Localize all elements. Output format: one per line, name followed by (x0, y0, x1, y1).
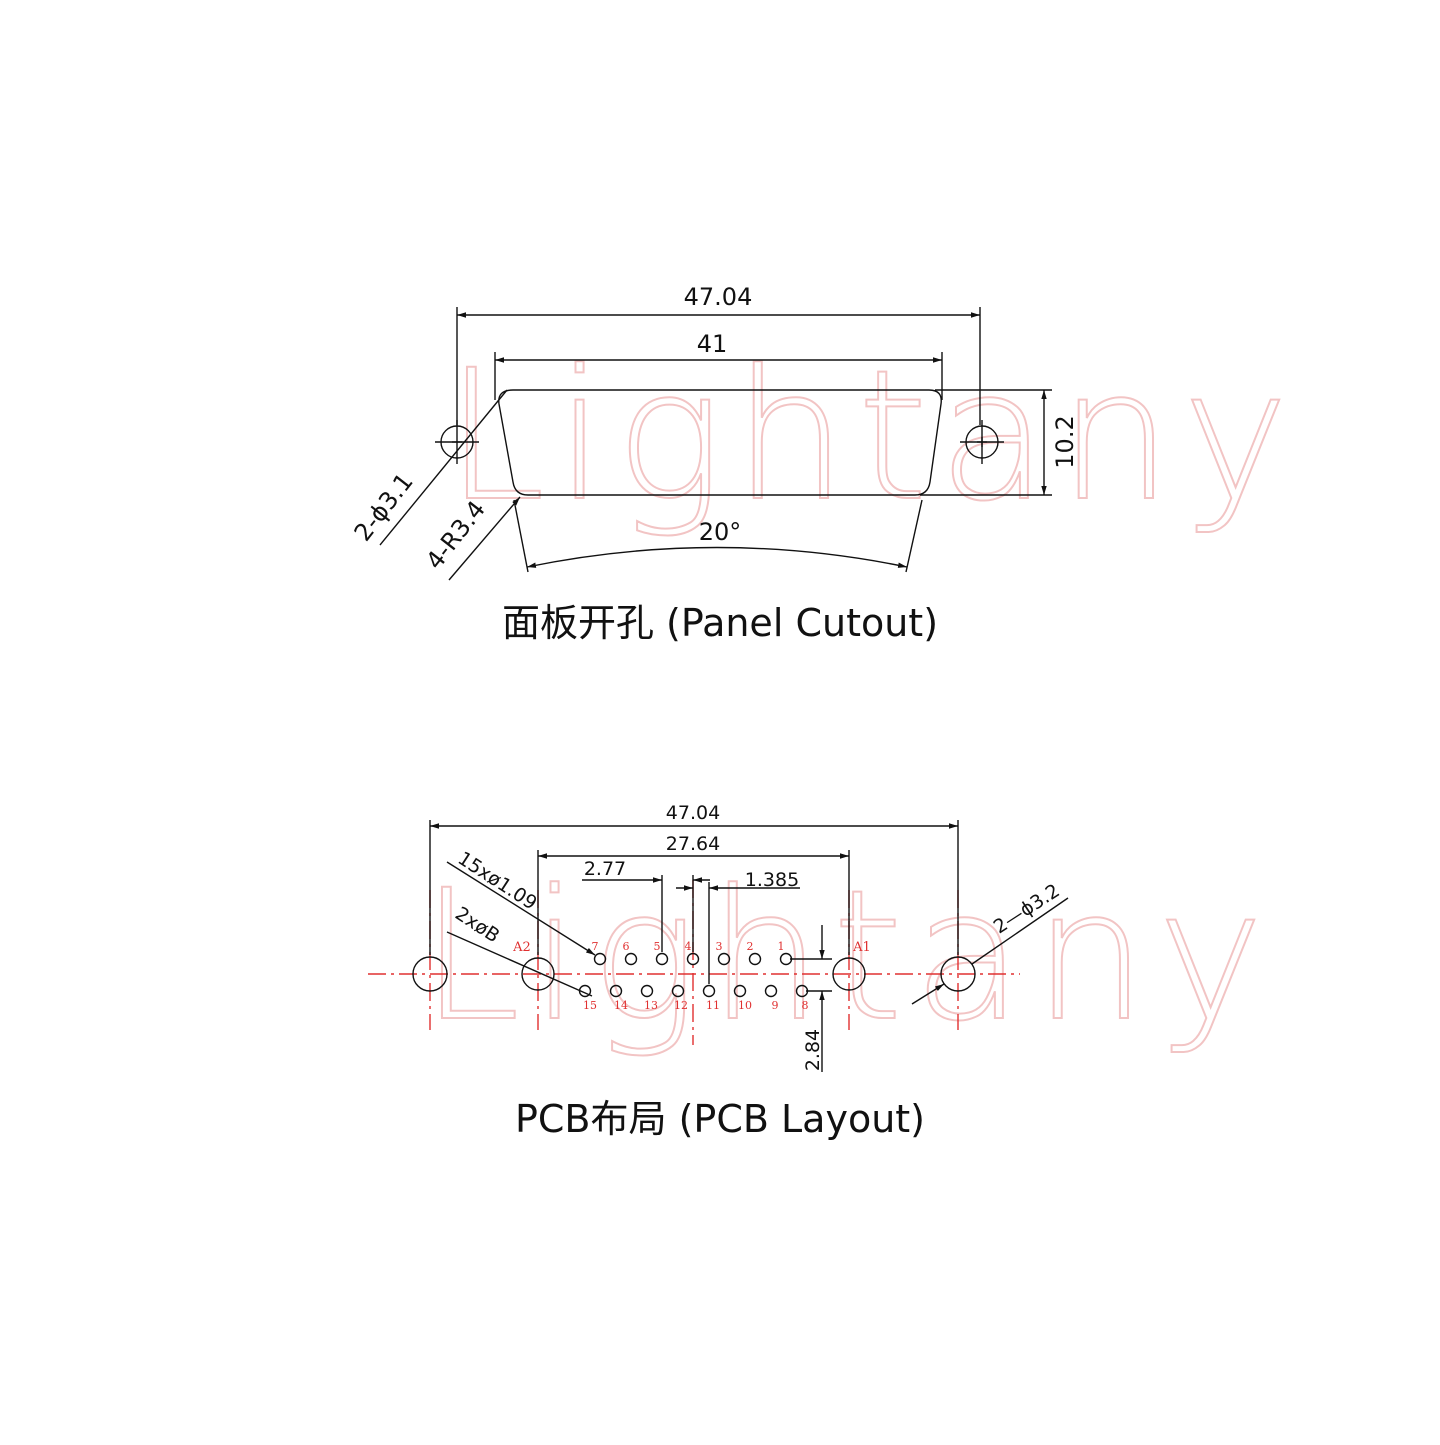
dim-pcb-mount: 27.64 (666, 833, 720, 855)
pin-label: 10 (738, 999, 752, 1012)
dim-pcb-pitch: 2.77 (584, 858, 626, 880)
panel-caption: 面板开孔 (Panel Cutout) (502, 601, 938, 645)
anchor-label-a1: A1 (852, 940, 871, 955)
pcb-mount-hole-left (412, 956, 448, 992)
dim-panel-height: 10.2 (1051, 415, 1079, 468)
anchor-label-a2: A2 (512, 940, 531, 955)
pin-hole (671, 984, 685, 998)
leader-pins (446, 861, 596, 956)
pin-label: 14 (614, 999, 628, 1012)
panel-cutout-view (379, 307, 1052, 581)
pin-hole (686, 952, 700, 966)
pin-hole (764, 984, 778, 998)
pin-label: 3 (716, 940, 723, 953)
pin-hole (702, 984, 716, 998)
watermark-pcb: Lightany (420, 852, 1274, 1061)
leader-hole (379, 389, 508, 546)
dim-panel-overall: 47.04 (684, 283, 753, 311)
dim-panel-angle: 20° (699, 518, 742, 546)
dim-panel-hole: 2-ϕ3.1 (349, 468, 419, 547)
pin-label: 2 (747, 940, 754, 953)
pin-label: 8 (802, 999, 809, 1012)
dim-pcb-overall: 47.04 (666, 802, 720, 824)
pin-hole (640, 984, 654, 998)
dim-arc-angle (526, 546, 908, 568)
pin-hole (624, 952, 638, 966)
pin-label: 1 (778, 940, 785, 953)
pin-labels-top: 7 6 5 4 3 2 1 (592, 940, 785, 953)
pin-label: 13 (644, 999, 658, 1012)
pin-label: 11 (706, 999, 720, 1012)
pin-label: 5 (654, 940, 661, 953)
pin-hole (609, 984, 623, 998)
pin-row-bottom (578, 984, 809, 998)
pin-hole (593, 952, 607, 966)
pin-hole (748, 952, 762, 966)
dim-pcb-half-pitch: 1.385 (745, 869, 799, 891)
pcb-mount-hole-right (940, 956, 976, 992)
dim-panel-inner: 41 (697, 330, 728, 358)
pcb-labels: 47.04 27.64 2.77 1.385 2.84 15xø1.09 2xø… (451, 802, 1064, 1141)
pin-label: 15 (583, 999, 597, 1012)
pcb-boss-hole-a2 (521, 957, 555, 991)
pin-hole (655, 952, 669, 966)
pin-label: 12 (674, 999, 688, 1012)
leader-boss (446, 931, 593, 997)
pcb-boss-hole-a1 (832, 957, 866, 991)
leader-radius (448, 496, 521, 581)
leader-pcb-hole (971, 897, 1069, 965)
pcb-layout-view (412, 820, 1069, 1072)
pin-hole (717, 952, 731, 966)
pin-label: 4 (685, 940, 692, 953)
pin-label: 9 (772, 999, 779, 1012)
pin-label: 6 (623, 940, 630, 953)
pcb-caption: PCB布局 (PCB Layout) (515, 1097, 925, 1141)
dim-pcb-row: 2.84 (802, 1029, 824, 1071)
pin-labels-bottom: 15 14 13 12 11 10 9 8 (583, 999, 809, 1012)
watermark-panel: Lightany (445, 332, 1299, 541)
pin-label: 7 (592, 940, 599, 953)
pin-hole (733, 984, 747, 998)
